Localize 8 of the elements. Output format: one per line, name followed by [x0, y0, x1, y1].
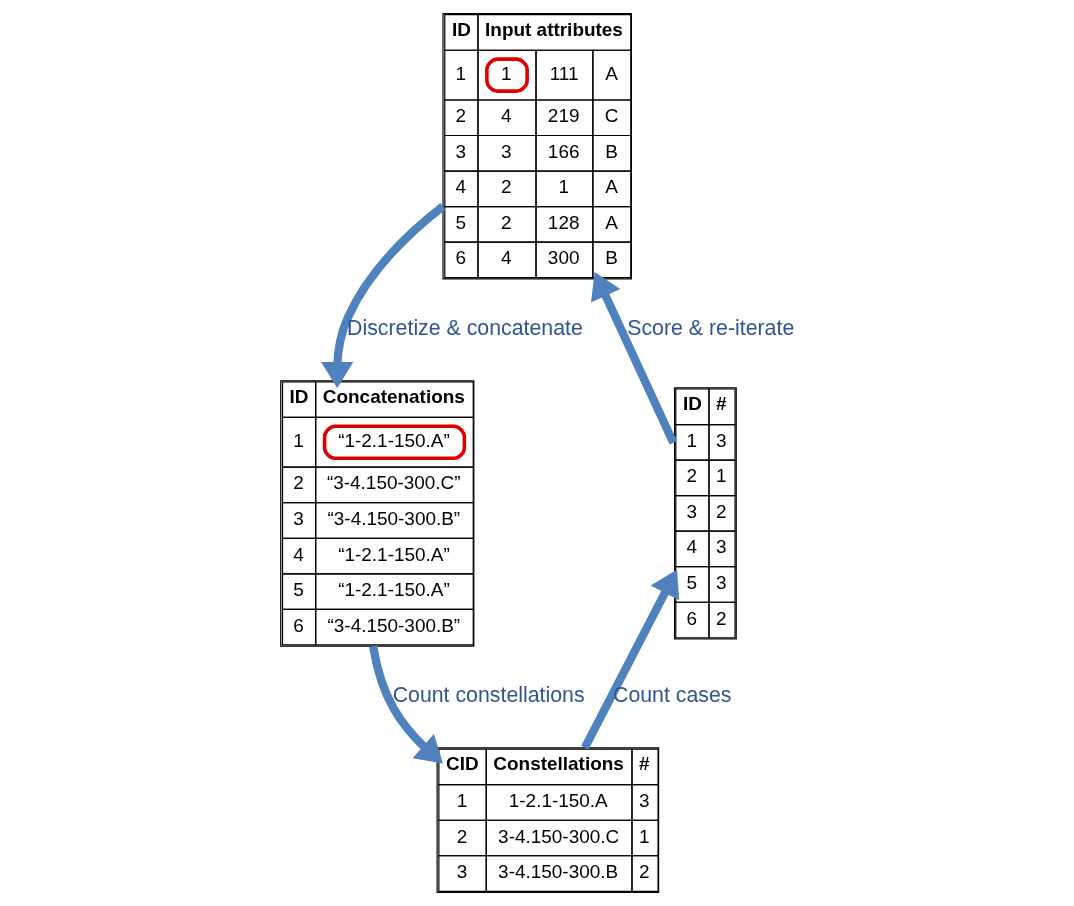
arrow — [368, 645, 443, 764]
arrow — [590, 271, 677, 445]
edge-label: Count constellations — [392, 683, 585, 708]
edge-label: Score & re-iterate — [626, 316, 794, 341]
arrow — [580, 569, 679, 750]
edge-label: Discretize & concatenate — [346, 316, 583, 341]
arrow — [320, 203, 445, 389]
edge-label: Count cases — [612, 683, 731, 708]
